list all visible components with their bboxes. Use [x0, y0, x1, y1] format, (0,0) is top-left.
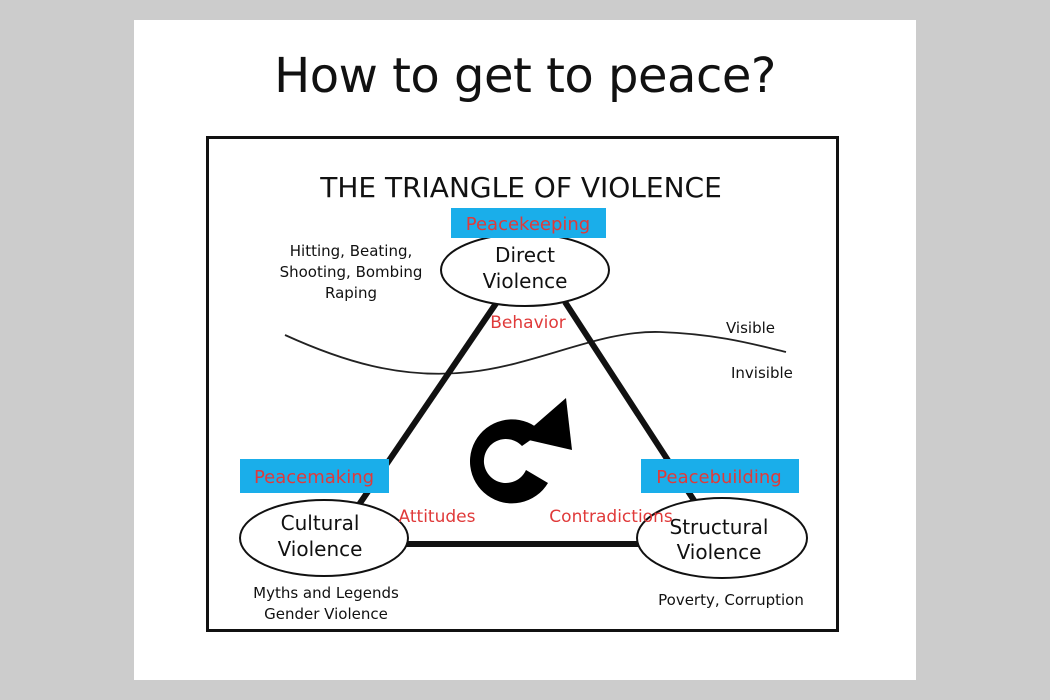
peacekeeping-tag: Peacekeeping	[466, 214, 590, 235]
cultural-violence-node	[239, 499, 409, 577]
peacekeeping-tag-box	[451, 208, 606, 238]
peacemaking-tag-box	[240, 459, 389, 493]
direct-example-2: Shooting, Bombing	[280, 263, 423, 281]
contradictions-label: Contradictions	[549, 507, 673, 527]
cultural-violence-line2: Violence	[278, 537, 363, 561]
invisible-label: Invisible	[731, 364, 793, 382]
visibility-divider-line	[284, 331, 787, 375]
direct-example-3: Raping	[325, 284, 377, 302]
peacebuilding-tag-box	[641, 459, 799, 493]
visible-label: Visible	[726, 319, 775, 337]
direct-violence-line2: Violence	[483, 269, 568, 293]
structural-violence-node	[636, 497, 808, 579]
structural-violence-line2: Violence	[677, 540, 762, 564]
cycle-arrow-icon	[469, 398, 572, 504]
slide-title: How to get to peace?	[274, 48, 776, 104]
structural-example-1: Poverty, Corruption	[658, 591, 804, 609]
peacebuilding-tag: Peacebuilding	[656, 467, 781, 488]
peacemaking-tag: Peacemaking	[254, 467, 374, 488]
cultural-violence-line1: Cultural	[281, 511, 360, 535]
behavior-label: Behavior	[490, 313, 566, 333]
direct-violence-line1: Direct	[495, 243, 555, 267]
cultural-example-2: Gender Violence	[264, 605, 388, 623]
diagram-heading: THE TRIANGLE OF VIOLENCE	[319, 171, 722, 204]
slide	[134, 20, 916, 680]
direct-example-1: Hitting, Beating,	[290, 242, 413, 260]
attitudes-label: Attitudes	[399, 507, 476, 527]
cultural-example-1: Myths and Legends	[253, 584, 399, 602]
diagram-frame	[206, 136, 839, 632]
structural-violence-line1: Structural	[670, 515, 769, 539]
